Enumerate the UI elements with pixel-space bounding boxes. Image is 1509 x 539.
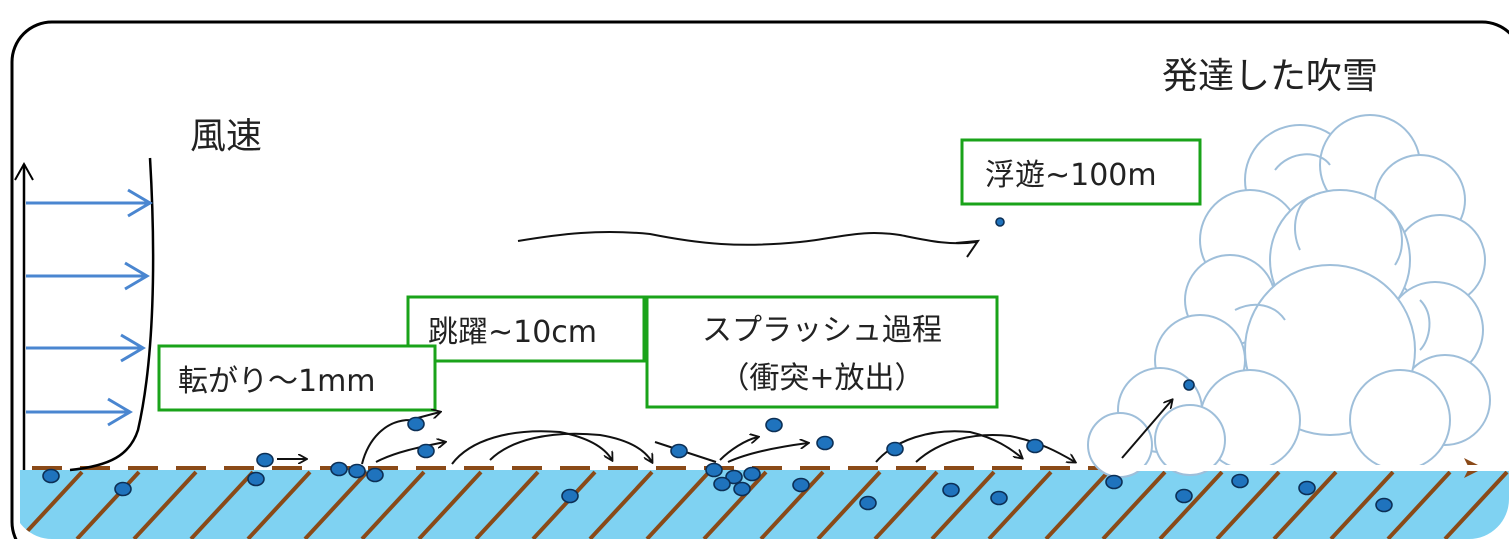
wind-profile [14, 157, 155, 472]
wind-arrow [26, 261, 150, 291]
suspension-label-box: 浮遊~100m [960, 138, 1202, 206]
snow-surface [20, 470, 1509, 539]
wind-profile-curve [69, 157, 155, 472]
hatch-line [1329, 470, 1395, 539]
hatch-line [987, 470, 1053, 539]
developed-blizzard-label: 発達した吹雪 [1162, 56, 1378, 97]
hatch-line [1158, 470, 1224, 539]
hatch-line [189, 470, 255, 539]
hatch-line [645, 470, 711, 539]
wind-arrow [26, 333, 146, 363]
suspension-trajectory [517, 231, 977, 246]
snow-particles [42, 217, 1393, 513]
hatch-line [75, 470, 141, 539]
surface-hatching [18, 470, 1509, 539]
hatch-line [303, 470, 369, 539]
wind-arrow [26, 188, 153, 218]
particle-trajectories [277, 400, 1172, 465]
hatch-line [816, 470, 882, 539]
hatch-line [474, 470, 540, 539]
suspension-label: 浮遊~100m [985, 158, 1157, 193]
rolling-label-box: 転がり～1mm [157, 344, 437, 412]
hatch-line [1101, 470, 1167, 539]
hatch-line [18, 470, 84, 539]
wind-arrow [26, 397, 133, 427]
splash-label-box: スプラッシュ過程 （衝突+放出） [645, 295, 999, 409]
hatch-line [930, 470, 996, 539]
saltation-label: 跳躍~10cm [428, 315, 597, 350]
hatch-line [588, 470, 654, 539]
splash-label-line2: （衝突+放出） [719, 361, 924, 396]
wind-speed-label: 風速 [190, 116, 262, 157]
hatch-line [873, 470, 939, 539]
height-axis-arrowhead [14, 161, 34, 181]
hatch-line [1386, 470, 1452, 539]
hatch-line [360, 470, 426, 539]
hatch-line [1044, 470, 1110, 539]
suspension-arrowhead [955, 239, 981, 258]
hatch-line [1272, 470, 1338, 539]
rolling-label: 転がり～1mm [178, 364, 376, 399]
hatch-line [1443, 470, 1509, 539]
hatch-line [246, 470, 312, 539]
hatch-line [759, 470, 825, 539]
blizzard-cloud [1087, 114, 1509, 478]
saltation-label-box: 跳躍~10cm [406, 295, 646, 363]
hatch-line [1215, 470, 1281, 539]
hatch-line [132, 470, 198, 539]
hatch-line [531, 470, 597, 539]
hatch-line [417, 470, 483, 539]
splash-label-line1: スプラッシュ過程 [702, 313, 942, 348]
hatch-line [702, 470, 768, 539]
